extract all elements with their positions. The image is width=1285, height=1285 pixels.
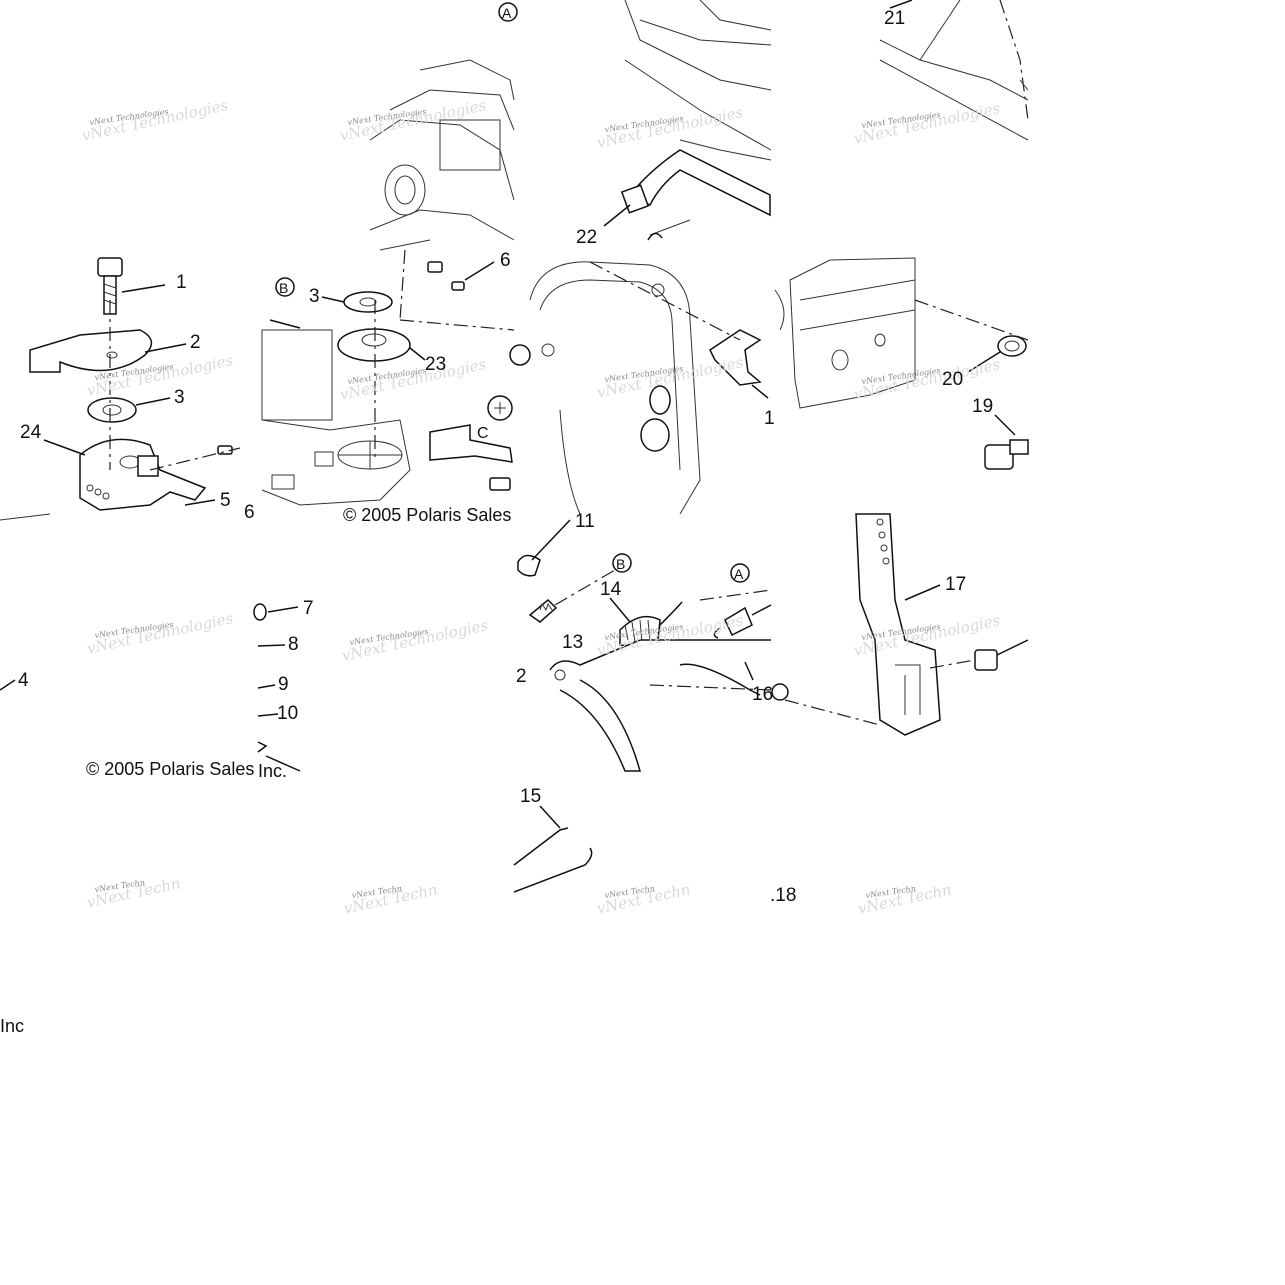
callout-14: 14 [600,579,622,600]
callout-4: 4 [18,670,29,691]
lower-left-parts [0,513,51,691]
callout-10: 10 [277,703,298,724]
circled-a-top: A [502,5,512,21]
callout-23: 23 [425,354,446,375]
circled-c: C [477,425,489,442]
callout-labels: 1 2 3 24 5 6 3 23 6 22 21 1 20 19 11 7 8… [18,8,993,906]
copyright-1: © 2005 Polaris Sales [343,505,511,525]
callout-15: 15 [520,786,541,807]
copyright-notices: © 2005 Polaris Sales © 2005 Polaris Sale… [0,505,511,1036]
callout-1b: 1 [764,408,775,429]
carburetor-body [261,291,513,506]
callout-11: 11 [575,511,595,532]
callout-22: 22 [576,227,597,248]
callout-20: 20 [942,369,963,390]
engine-block-and-bolt [774,257,1029,470]
copyright-3: Inc. [258,761,287,781]
small-hardware [253,603,301,772]
callout-19: 19 [972,396,993,417]
callout-17: 17 [945,574,966,595]
callout-16: 16 [752,684,773,705]
linkage-rod [513,805,593,893]
callout-5: 5 [220,490,231,511]
circled-b-left: B [279,280,288,296]
copyright-4: Inc [0,1016,24,1036]
engine-head-and-lever [603,0,772,241]
engine-housing-upper [879,0,1029,141]
brake-lever-arm [784,513,1029,736]
circled-letters: A B C B A [275,2,750,583]
callout-18: .18 [770,885,796,906]
callout-13: 13 [562,632,583,653]
callout-7: 7 [303,598,314,619]
circled-b-right: B [616,556,625,572]
callout-1a: 1 [176,272,187,293]
callout-9: 9 [278,674,289,695]
springs-and-lever [517,519,789,772]
callout-24: 24 [20,422,42,443]
copyright-2: © 2005 Polaris Sales [86,759,254,779]
callout-21: 21 [884,8,905,29]
gasket-and-bracket [487,261,769,515]
throttle-lever-assembly [29,257,241,511]
callout-6b: 6 [500,250,511,271]
callout-12: 2 [516,666,527,687]
callout-2: 2 [190,332,201,353]
callout-6a: 6 [244,502,255,523]
callout-3b: 3 [309,286,320,307]
callout-8: 8 [288,634,299,655]
carburetor-top-view [369,59,515,331]
callout-3a: 3 [174,387,185,408]
circled-a-right: A [734,566,744,582]
